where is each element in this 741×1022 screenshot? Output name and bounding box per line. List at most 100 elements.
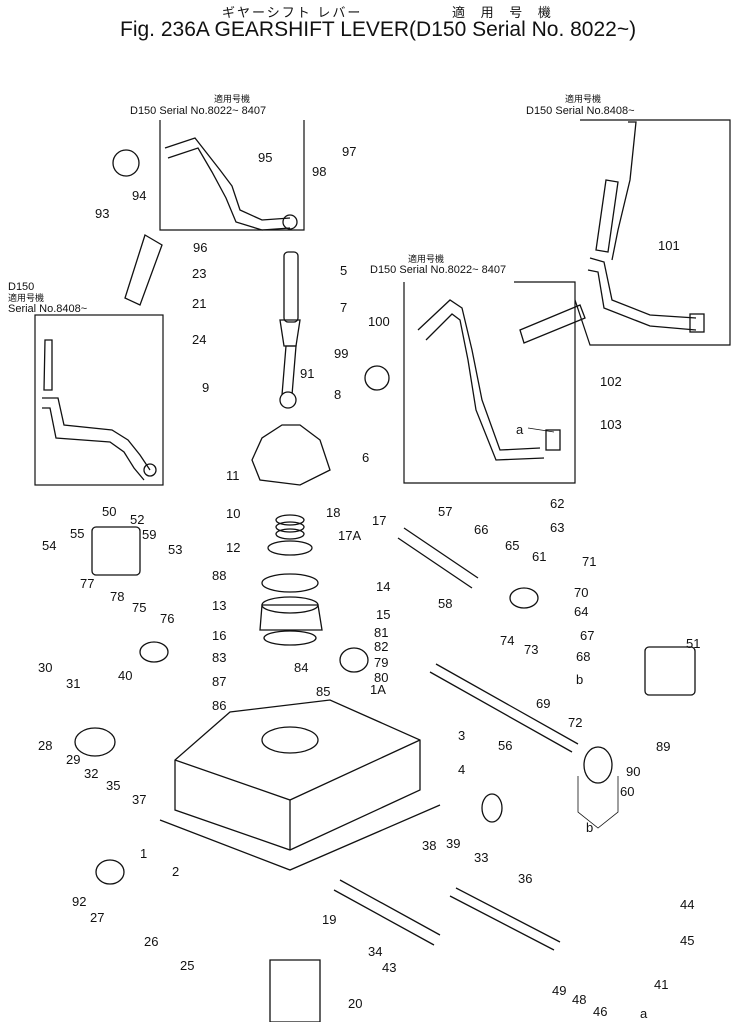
callout-77: 77: [80, 576, 94, 591]
ref-letter-a-1: a: [640, 1006, 648, 1021]
callout-39: 39: [446, 836, 460, 851]
callout-46: 46: [593, 1004, 607, 1019]
callout-34: 34: [368, 944, 382, 959]
callout-79: 79: [374, 655, 388, 670]
cover-50: [91, 526, 141, 576]
callout-4: 4: [458, 762, 465, 777]
inset-3-model: D150: [8, 281, 34, 293]
callout-11: 11: [226, 468, 240, 483]
callout-63: 63: [550, 520, 564, 535]
callout-9: 9: [202, 380, 209, 395]
callout-58: 58: [438, 596, 452, 611]
callout-75: 75: [132, 600, 146, 615]
callout-100: 100: [368, 314, 390, 329]
figure-title: Fig. 236A GEARSHIFT LEVER(D150 Serial No…: [120, 18, 637, 41]
callout-72: 72: [568, 715, 582, 730]
callout-7: 7: [340, 300, 347, 315]
callout-44: 44: [680, 897, 694, 912]
callout-68: 68: [576, 649, 590, 664]
callout-80: 80: [374, 670, 388, 685]
callout-8: 8: [334, 387, 341, 402]
callout-5: 5: [340, 263, 347, 278]
callout-55: 55: [70, 526, 84, 541]
inset-pointer-left: [124, 234, 163, 306]
leader-a-inset: [527, 427, 555, 433]
inset-2-serial: D150 Serial No.8408~: [526, 105, 635, 117]
transmission-case: [159, 699, 441, 871]
callout-66: 66: [474, 522, 488, 537]
ref-letter-a-0: a: [516, 422, 524, 437]
knob-99: [364, 365, 390, 391]
lever-assembly: [279, 251, 301, 409]
callout-35: 35: [106, 778, 120, 793]
callout-33: 33: [474, 850, 488, 865]
callout-12: 12: [226, 540, 240, 555]
boot: [251, 424, 331, 486]
shaft-56: [429, 663, 579, 753]
callout-15: 15: [376, 607, 390, 622]
callout-21: 21: [192, 296, 206, 311]
inset-4-jp: 適用号機: [408, 253, 444, 264]
callout-38: 38: [422, 838, 436, 853]
callout-45: 45: [680, 933, 694, 948]
housing-28: [74, 727, 116, 757]
inset-4-serial: D150 Serial No.8022~ 8407: [370, 264, 506, 276]
inset-3-serial: Serial No.8408~: [8, 303, 87, 315]
callout-62: 62: [550, 496, 564, 511]
callout-97: 97: [342, 144, 356, 159]
shaft-57: [397, 527, 479, 589]
callout-76: 76: [160, 611, 174, 626]
plug-92: [95, 859, 125, 885]
callout-19: 19: [322, 912, 336, 927]
callout-1: 1: [140, 846, 147, 861]
callout-57: 57: [438, 504, 452, 519]
callout-32: 32: [84, 766, 98, 781]
inset-top-left: 適用号機 D150 Serial No.8022~ 8407: [130, 93, 305, 231]
inset-1-serial: D150 Serial No.8022~ 8407: [130, 105, 266, 117]
shaft-33: [449, 887, 561, 951]
callout-64: 64: [574, 604, 588, 619]
inset-mid-right: 適用号機 D150 Serial No.8022~ 8407: [370, 253, 576, 484]
callout-53: 53: [168, 542, 182, 557]
callout-61: 61: [532, 549, 546, 564]
callout-14: 14: [376, 579, 390, 594]
callout-73: 73: [524, 642, 538, 657]
callout-87: 87: [212, 674, 226, 689]
callout-84: 84: [294, 660, 308, 675]
callout-56: 56: [498, 738, 512, 753]
callout-93: 93: [95, 206, 109, 221]
callout-52: 52: [130, 512, 144, 527]
cover-52-right: [644, 646, 696, 696]
callout-41: 41: [654, 977, 668, 992]
callout-17: 17: [372, 513, 386, 528]
callout-67: 67: [580, 628, 594, 643]
callout-6: 6: [362, 450, 369, 465]
spring-stack: [259, 514, 323, 646]
callout-103: 103: [600, 417, 622, 432]
callout-95: 95: [258, 150, 272, 165]
callout-89: 89: [656, 739, 670, 754]
callout-74: 74: [500, 633, 514, 648]
bracket-61: [509, 587, 539, 609]
callout-71: 71: [582, 554, 596, 569]
callout-43: 43: [382, 960, 396, 975]
callout-29: 29: [66, 752, 80, 767]
callout-27: 27: [90, 910, 104, 925]
callout-49: 49: [552, 983, 566, 998]
callout-82: 82: [374, 639, 388, 654]
ref-letter-b-1: b: [586, 820, 593, 835]
callout-78: 78: [110, 589, 124, 604]
callout-99: 99: [334, 346, 348, 361]
callout-83: 83: [212, 650, 226, 665]
callout-94: 94: [132, 188, 146, 203]
lever-60: [583, 746, 613, 784]
callout-labels: 11A23456789101112131415161717A1819202123…: [38, 144, 700, 1019]
shaft-34: [333, 879, 441, 946]
inset-mid-left: D150 適用号機 Serial No.8408~: [8, 281, 164, 486]
bracket-b: [577, 776, 619, 829]
callout-26: 26: [144, 934, 158, 949]
callout-91: 91: [300, 366, 314, 381]
callout-28: 28: [38, 738, 52, 753]
